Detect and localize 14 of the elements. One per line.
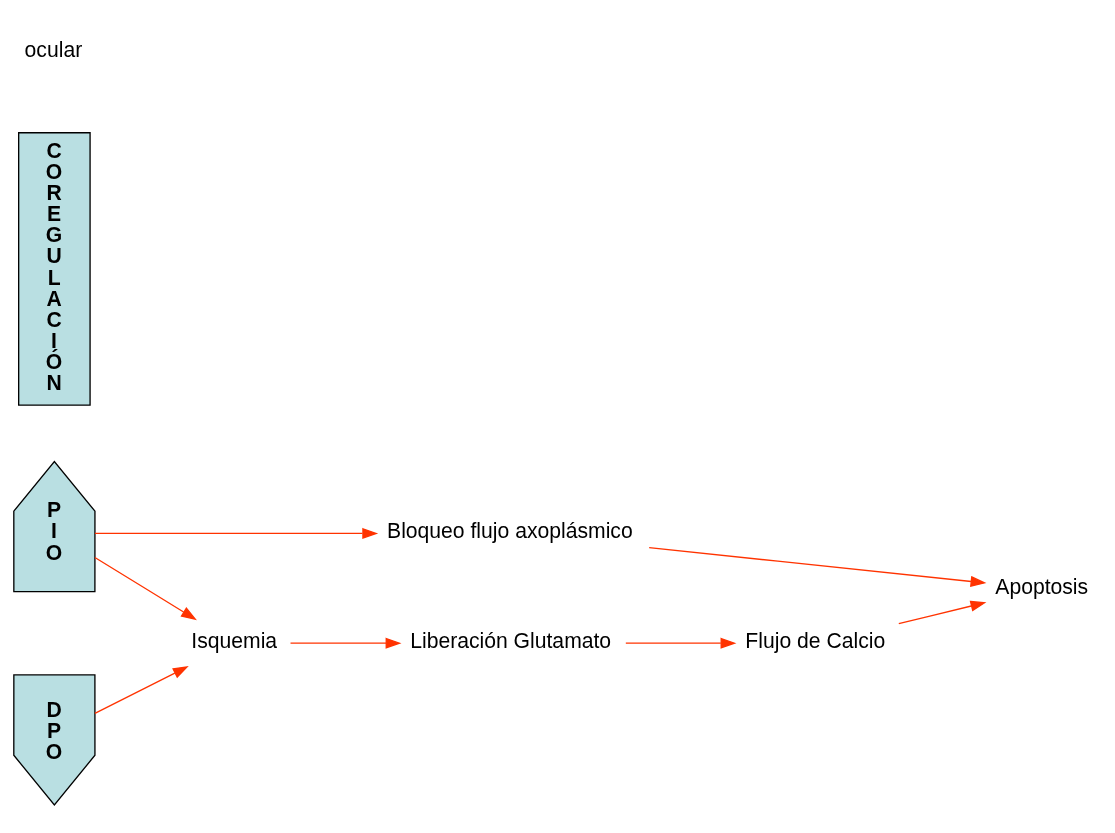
node-text: Flujo de Calcio <box>745 629 886 653</box>
arrow <box>289 637 402 649</box>
node-text: Apoptosis <box>995 574 1089 598</box>
arrow <box>94 556 197 621</box>
node-text: Bloqueo flujo axoplásmico <box>387 519 633 543</box>
arrow <box>898 600 987 625</box>
arrow <box>94 527 379 539</box>
node-text: Liberación Glutamato <box>410 629 612 653</box>
arrow <box>625 637 737 649</box>
arrow <box>648 546 987 587</box>
node-text: Isquemia <box>191 629 278 653</box>
node-box: COREGULACIÓN <box>18 132 91 406</box>
arrow <box>94 666 189 714</box>
label: ocular <box>24 38 83 62</box>
